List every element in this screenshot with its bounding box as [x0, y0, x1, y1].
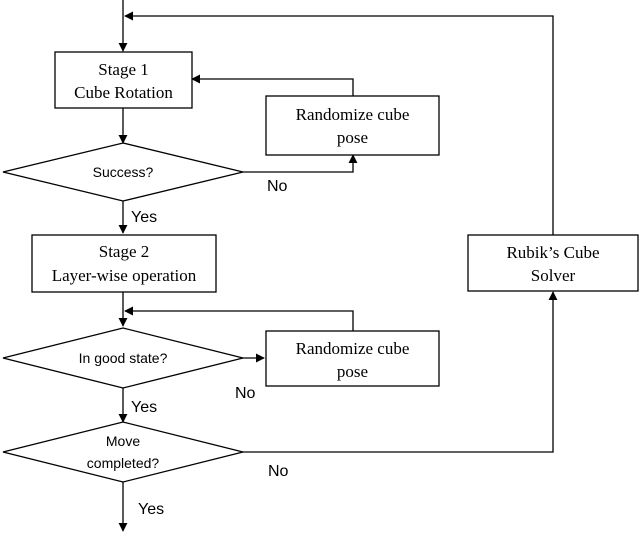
solver-line1: Rubik’s Cube: [506, 243, 599, 262]
connectors: [118, 0, 558, 532]
randomize1-return-arrow: [191, 74, 354, 96]
success-no-arrow: [243, 154, 358, 173]
randomize-box-1: Randomize cube pose: [265, 95, 440, 156]
move-completed-diamond: Move completed?: [2, 421, 244, 483]
solver-box: Rubik’s Cube Solver: [467, 234, 639, 292]
randomize2-line2: pose: [337, 362, 368, 381]
move-yes-label: Yes: [138, 501, 164, 518]
good-state-label: In good state?: [79, 350, 168, 366]
stage1-line2: Cube Rotation: [74, 83, 173, 102]
move-no-arrow: [243, 291, 558, 453]
good-state-yes-label: Yes: [131, 399, 157, 416]
stage2-box: Stage 2 Layer-wise operation: [31, 234, 217, 293]
randomize2-line1: Randomize cube: [296, 339, 410, 358]
success-yes-label: Yes: [131, 209, 157, 226]
randomize-box-2: Randomize cube pose: [265, 330, 440, 387]
move-completed-line1: Move: [106, 433, 140, 449]
move-completed-line2: completed?: [87, 455, 160, 471]
stage2-line1: Stage 2: [99, 242, 150, 261]
good-state-diamond: In good state?: [2, 327, 244, 389]
stage1-line1: Stage 1: [98, 60, 149, 79]
success-label: Success?: [93, 164, 154, 180]
stage1-box: Stage 1 Cube Rotation: [54, 51, 193, 109]
success-diamond: Success?: [2, 142, 244, 202]
solver-line2: Solver: [531, 266, 576, 285]
good-state-no-label: No: [235, 385, 256, 402]
randomize2-return-arrow: [124, 306, 354, 331]
randomize1-line2: pose: [337, 128, 368, 147]
success-no-label: No: [267, 178, 288, 195]
randomize1-line1: Randomize cube: [296, 105, 410, 124]
solver-return-arrow: [124, 11, 554, 235]
stage2-line2: Layer-wise operation: [52, 266, 197, 285]
move-no-label: No: [268, 463, 289, 480]
